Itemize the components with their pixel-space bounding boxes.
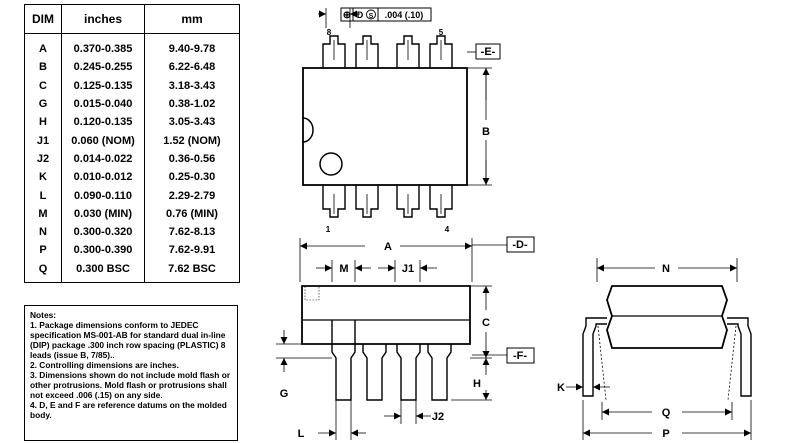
mm-cell: 0.38-1.02 <box>144 94 240 114</box>
top-view: ⊕ D S .004 (.10) 8 5 1 4 <box>302 7 501 234</box>
right-lead <box>727 317 752 397</box>
tolerance-modifier: S <box>369 13 374 20</box>
notch-icon <box>302 117 314 143</box>
side-pins <box>331 320 452 401</box>
dim-M-label: M <box>339 263 348 275</box>
dim-P-label: P <box>662 428 669 440</box>
dim-B-label: B <box>482 126 490 138</box>
dim-cell: J1 <box>24 131 62 150</box>
inches-cell: 0.015-0.040 <box>61 94 145 114</box>
mm-cell: 0.36-0.56 <box>144 149 240 169</box>
mm-cell: 3.05-3.43 <box>144 113 240 132</box>
package-body-side <box>301 285 471 345</box>
dim-J2-label: J2 <box>432 411 444 423</box>
notes-title: Notes: <box>30 310 57 320</box>
bottom-pins <box>322 185 453 218</box>
end-view: N K Q P <box>557 258 752 440</box>
inches-cell: 0.370-0.385 <box>61 33 145 59</box>
pin1-dot-icon <box>319 152 343 176</box>
datum-F: -F- <box>513 350 527 362</box>
inches-cell: 0.300-0.320 <box>61 222 145 242</box>
left-lead <box>582 317 607 397</box>
mm-cell: 7.62 BSC <box>144 259 240 283</box>
dim-L-label: L <box>298 428 305 440</box>
header-mm: mm <box>144 4 240 34</box>
inches-cell: 0.245-0.255 <box>61 58 145 77</box>
inches-cell: 0.010-0.012 <box>61 168 145 187</box>
package-body-top <box>302 67 468 186</box>
inches-cell: 0.300 BSC <box>61 259 145 283</box>
mm-cell: 2.29-2.79 <box>144 186 240 205</box>
table-header-row: DIM inches mm <box>24 4 240 34</box>
inches-cell: 0.014-0.022 <box>61 149 145 169</box>
note-4: 4. D, E and F are reference datums on th… <box>30 400 227 420</box>
top-pins <box>322 35 453 68</box>
note-3: 3. Dimensions shown do not include mold … <box>30 370 231 400</box>
notes-box: Notes: 1. Package dimensions conform to … <box>24 305 238 441</box>
inches-cell: 0.300-0.390 <box>61 241 145 260</box>
note-2: 2. Controlling dimensions are inches. <box>30 360 179 370</box>
dim-K-label: K <box>557 382 565 394</box>
dim-J1-label: J1 <box>402 263 414 275</box>
mm-cell: 3.18-3.43 <box>144 76 240 95</box>
dim-N-label: N <box>662 263 670 275</box>
tolerance-datum: D <box>357 10 364 20</box>
dim-H-label: H <box>473 378 481 390</box>
inches-cell: 0.120-0.135 <box>61 113 145 132</box>
note-1: 1. Package dimensions conform to JEDEC s… <box>30 320 226 360</box>
pin-8-label: 8 <box>327 28 332 37</box>
mm-cell: 6.22-6.48 <box>144 58 240 77</box>
side-view: A -D- M J1 -F- <box>276 236 535 440</box>
package-body-end <box>606 285 728 349</box>
mm-cell: 0.76 (MIN) <box>144 204 240 223</box>
mm-cell: 7.62-9.91 <box>144 241 240 260</box>
pin-1-label: 1 <box>326 225 331 234</box>
datum-D: -D- <box>512 239 528 251</box>
datum-E: -E- <box>481 46 496 58</box>
position-icon: ⊕ <box>343 10 351 21</box>
inches-cell: 0.090-0.110 <box>61 186 145 205</box>
inches-cell: 0.060 (NOM) <box>61 131 145 150</box>
dim-A-label: A <box>384 241 392 253</box>
header-inches: inches <box>61 4 145 34</box>
inches-cell: 0.125-0.135 <box>61 76 145 95</box>
mm-cell: 7.62-8.13 <box>144 222 240 242</box>
header-dim: DIM <box>24 4 62 34</box>
mm-cell: 0.25-0.30 <box>144 168 240 187</box>
mm-cell: 9.40-9.78 <box>144 33 240 59</box>
tolerance-value: .004 (.10) <box>385 10 424 20</box>
pin-4-label: 4 <box>445 225 450 234</box>
dim-G-label: G <box>280 388 289 400</box>
mm-cell: 1.52 (NOM) <box>144 131 240 150</box>
dim-Q-label: Q <box>662 407 671 419</box>
pin-5-label: 5 <box>439 28 444 37</box>
dim-C-label: C <box>482 317 490 329</box>
tolerance-frame: ⊕ D S .004 (.10) <box>340 7 432 22</box>
